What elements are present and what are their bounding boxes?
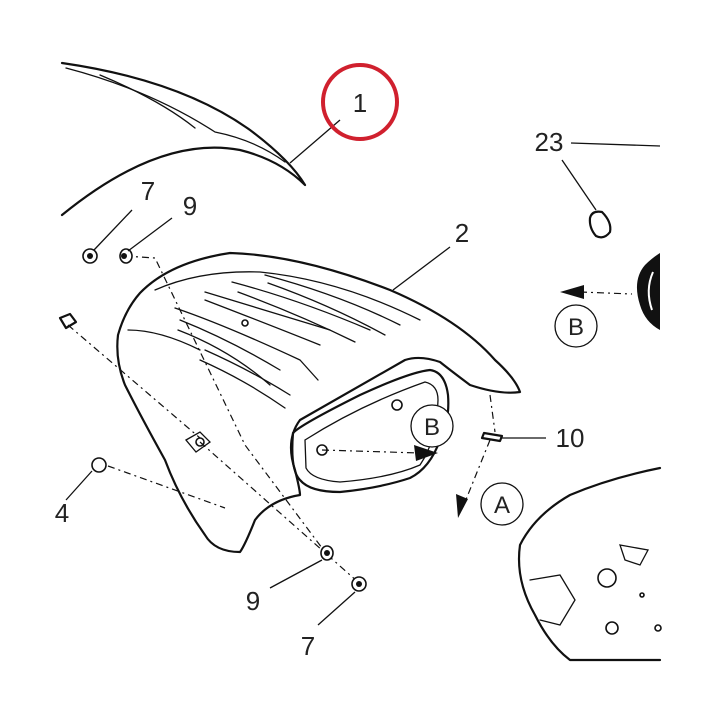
arrow-to-b-center xyxy=(414,445,438,461)
part-23-plug[interactable] xyxy=(588,210,612,239)
part-4-grommet[interactable] xyxy=(91,457,107,473)
reference-b-right-label: B xyxy=(568,314,584,341)
arrow-to-a xyxy=(456,494,468,518)
part-10-clip[interactable] xyxy=(480,431,504,443)
direction-arrows xyxy=(414,285,584,518)
reference-a: A xyxy=(480,482,524,526)
callout-part-7-bottom: 7 xyxy=(301,631,315,661)
bottom-right-bracket xyxy=(517,466,662,662)
reference-b-right: B xyxy=(554,304,598,348)
part-1-cover[interactable] xyxy=(60,61,307,217)
callout-part-4: 4 xyxy=(55,498,69,528)
reference-b-center: B xyxy=(410,404,454,448)
callout-part-9-bottom: 9 xyxy=(246,586,260,616)
callout-part-1: 1 xyxy=(353,88,367,118)
arrow-to-b-right xyxy=(560,285,584,299)
callout-part-2: 2 xyxy=(455,218,469,248)
reference-a-label: A xyxy=(494,492,510,519)
part-7-nut-top[interactable] xyxy=(82,248,98,264)
callout-part-9-top: 9 xyxy=(183,191,197,221)
part-7-nut-bottom[interactable] xyxy=(351,576,367,592)
reference-b-center-label: B xyxy=(424,414,440,441)
part-9-washer-top[interactable] xyxy=(119,248,133,264)
part-9-washer-bottom[interactable] xyxy=(320,545,334,561)
callout-part-10: 10 xyxy=(556,423,585,453)
part-1-highlight-circle xyxy=(321,63,399,141)
callout-part-7-top: 7 xyxy=(141,176,155,206)
right-side-component xyxy=(636,253,660,330)
leader-lines xyxy=(65,119,661,626)
assembly-guide-lines xyxy=(67,255,633,583)
clip-part[interactable] xyxy=(58,312,78,330)
callout-part-23: 23 xyxy=(535,127,564,157)
